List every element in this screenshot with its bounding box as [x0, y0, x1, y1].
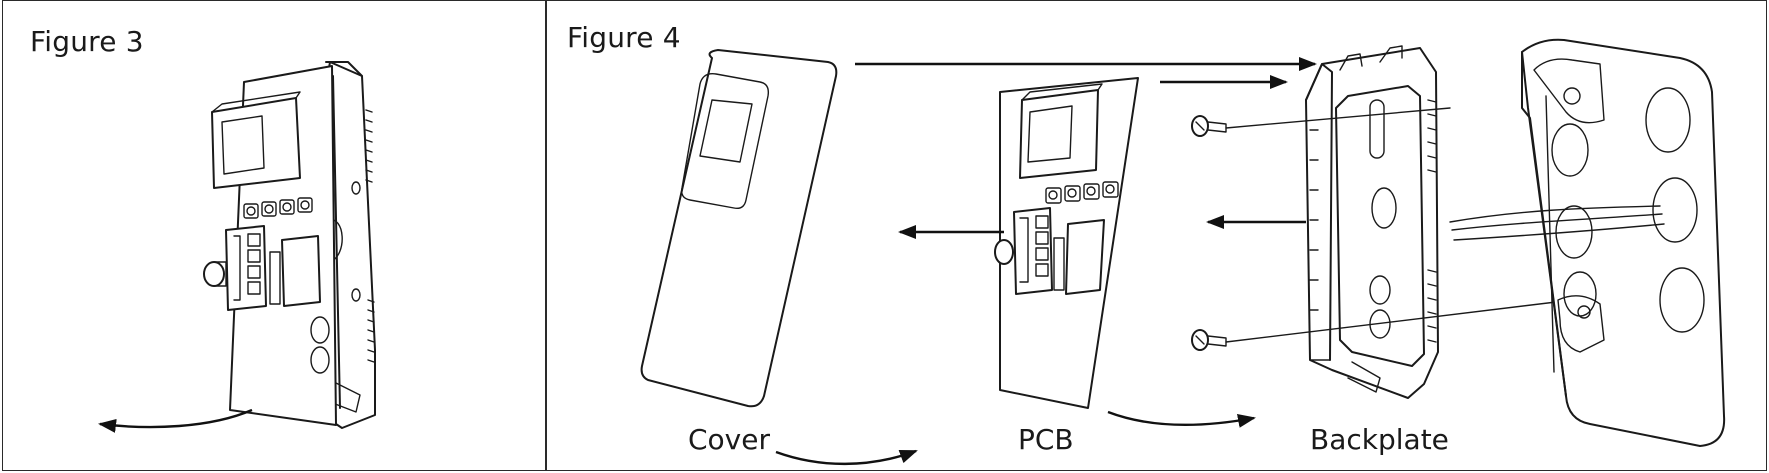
fig3-open-arrow: [98, 408, 253, 433]
figure-4-panel: [545, 0, 1767, 471]
figure-3-title: Figure 3: [30, 25, 144, 58]
fig4-backplate: [1305, 45, 1439, 399]
fig4-pcb: [994, 77, 1139, 409]
figure-4-title: Figure 4: [567, 21, 681, 54]
fig4-cover: [640, 49, 838, 408]
figure-3-assembly: [98, 61, 376, 433]
backplate-label: Backplate: [1310, 423, 1449, 456]
pcb-to-backplate-curve-arrow: [1107, 410, 1256, 428]
screw-top: [1191, 107, 1451, 137]
pcb-label: PCB: [1018, 423, 1074, 456]
fig4-electrical-box: [1449, 38, 1726, 447]
cover-to-pcb-arrow: [775, 449, 918, 466]
figure-3-panel: [2, 0, 547, 471]
screw-bottom: [1191, 301, 1557, 351]
fig3-pcb: [203, 65, 337, 426]
cover-label: Cover: [688, 423, 770, 456]
